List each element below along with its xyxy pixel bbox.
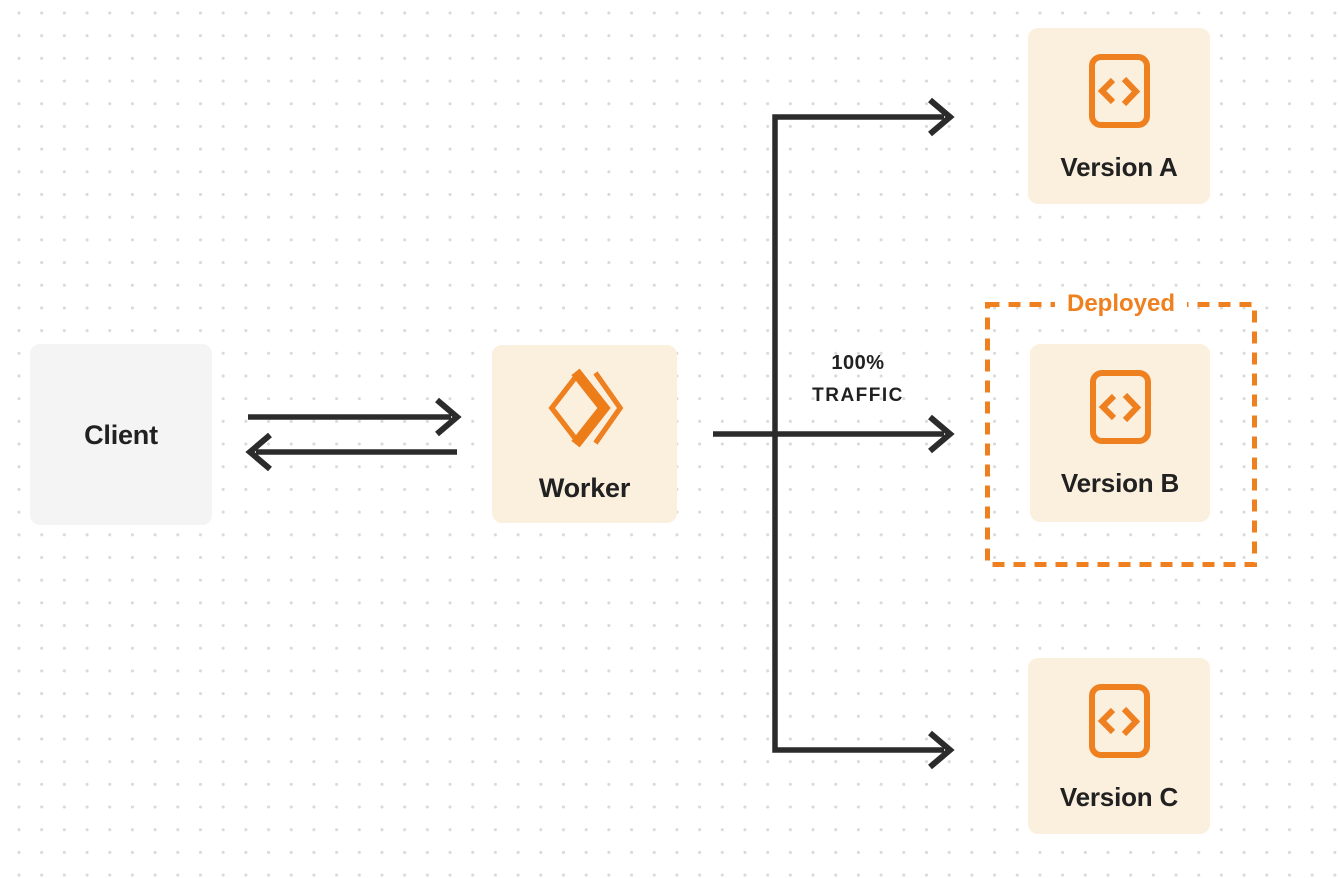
version-a-arrowhead [928, 97, 955, 137]
client-to-worker-arrow [248, 397, 462, 437]
code-file-icon [1088, 684, 1150, 758]
client-node: Client [30, 344, 212, 525]
code-file-icon [1089, 370, 1151, 444]
traffic-label: 100% TRAFFIC [812, 348, 904, 412]
worker-label: Worker [538, 473, 631, 503]
code-file-icon [1088, 54, 1150, 128]
version-c-label: Version C [1059, 782, 1179, 812]
traffic-word-text: TRAFFIC [812, 385, 904, 406]
version-a-label: Version A [1060, 152, 1178, 182]
deployed-badge: Deployed [1054, 290, 1188, 318]
version-b-label: Version B [1060, 468, 1180, 498]
traffic-percent-text: 100% [831, 352, 885, 374]
version-c-arrowhead [928, 730, 955, 770]
version-b-node: Version B [1030, 344, 1210, 522]
worker-node: Worker [492, 345, 677, 523]
worker-to-client-arrow [245, 432, 457, 472]
branch-trunk-line [772, 114, 944, 753]
version-a-node: Version A [1028, 28, 1210, 204]
traffic-arrow [713, 414, 955, 454]
workers-logo-icon [547, 368, 623, 448]
version-c-node: Version C [1028, 658, 1210, 834]
client-label: Client [84, 419, 158, 450]
